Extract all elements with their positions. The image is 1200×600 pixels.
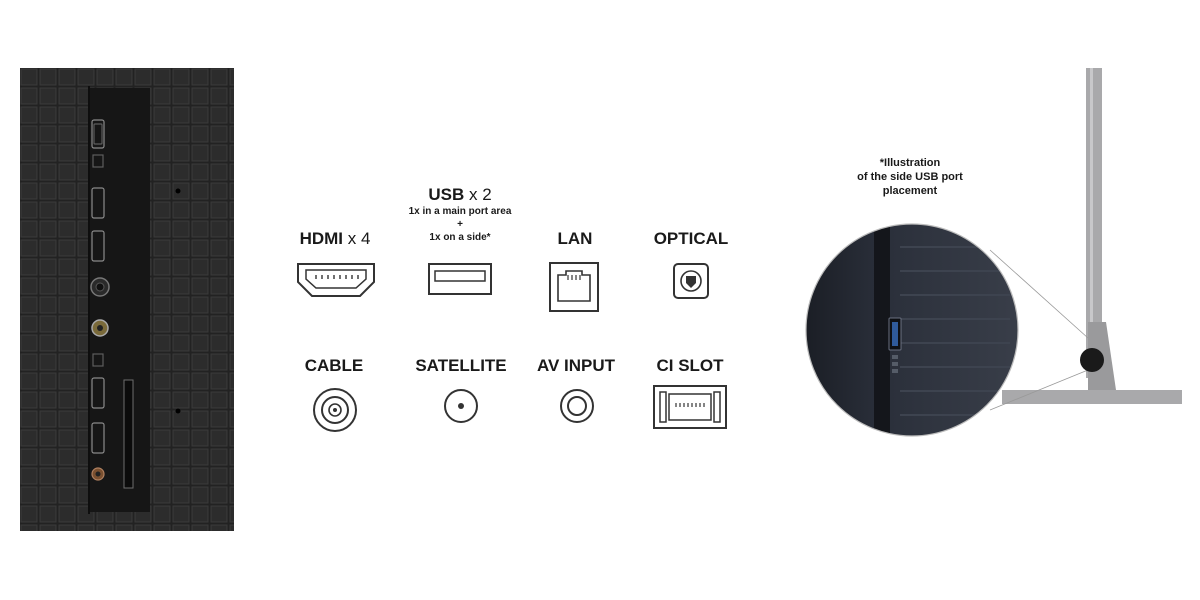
- usb-label-text: USB: [428, 185, 465, 204]
- av-input-icon: [560, 389, 594, 423]
- side-usb-note: *Illustration of the side USB port place…: [840, 156, 980, 198]
- usb-count: x 2: [468, 185, 492, 204]
- tv-back-panel: [20, 68, 234, 531]
- cable-icon: [313, 388, 357, 432]
- note-line-1: *Illustration: [879, 157, 941, 169]
- av-input-label: AV INPUT: [536, 356, 616, 375]
- hdmi-icon: [297, 263, 375, 297]
- optical-label: OPTICAL: [653, 229, 729, 248]
- usb-detail-side: 1x on a side*: [429, 232, 491, 243]
- lan-label: LAN: [557, 229, 593, 248]
- optical-icon: [673, 263, 709, 299]
- usb-icon: [428, 263, 492, 295]
- usb-detail-main: 1x in a main port area: [408, 206, 512, 217]
- note-line-2: of the side USB port: [857, 171, 963, 183]
- ci-slot-label: CI SLOT: [656, 356, 724, 375]
- usb-label: USB x 2: [410, 185, 510, 205]
- tv-back-panel-graphic: [20, 68, 234, 531]
- satellite-label: SATELLITE: [415, 356, 507, 375]
- hdmi-label-text: HDMI: [299, 229, 344, 248]
- side-view-illustration: [805, 68, 1182, 437]
- cable-label: CABLE: [304, 356, 364, 375]
- hdmi-count: x 4: [347, 229, 371, 248]
- hdmi-label: HDMI x 4: [285, 229, 385, 249]
- note-line-3: placement: [882, 185, 938, 197]
- ci-slot-icon: [653, 385, 727, 429]
- usb-detail-plus: +: [457, 219, 463, 230]
- satellite-icon: [444, 389, 478, 423]
- lan-icon: [549, 262, 599, 312]
